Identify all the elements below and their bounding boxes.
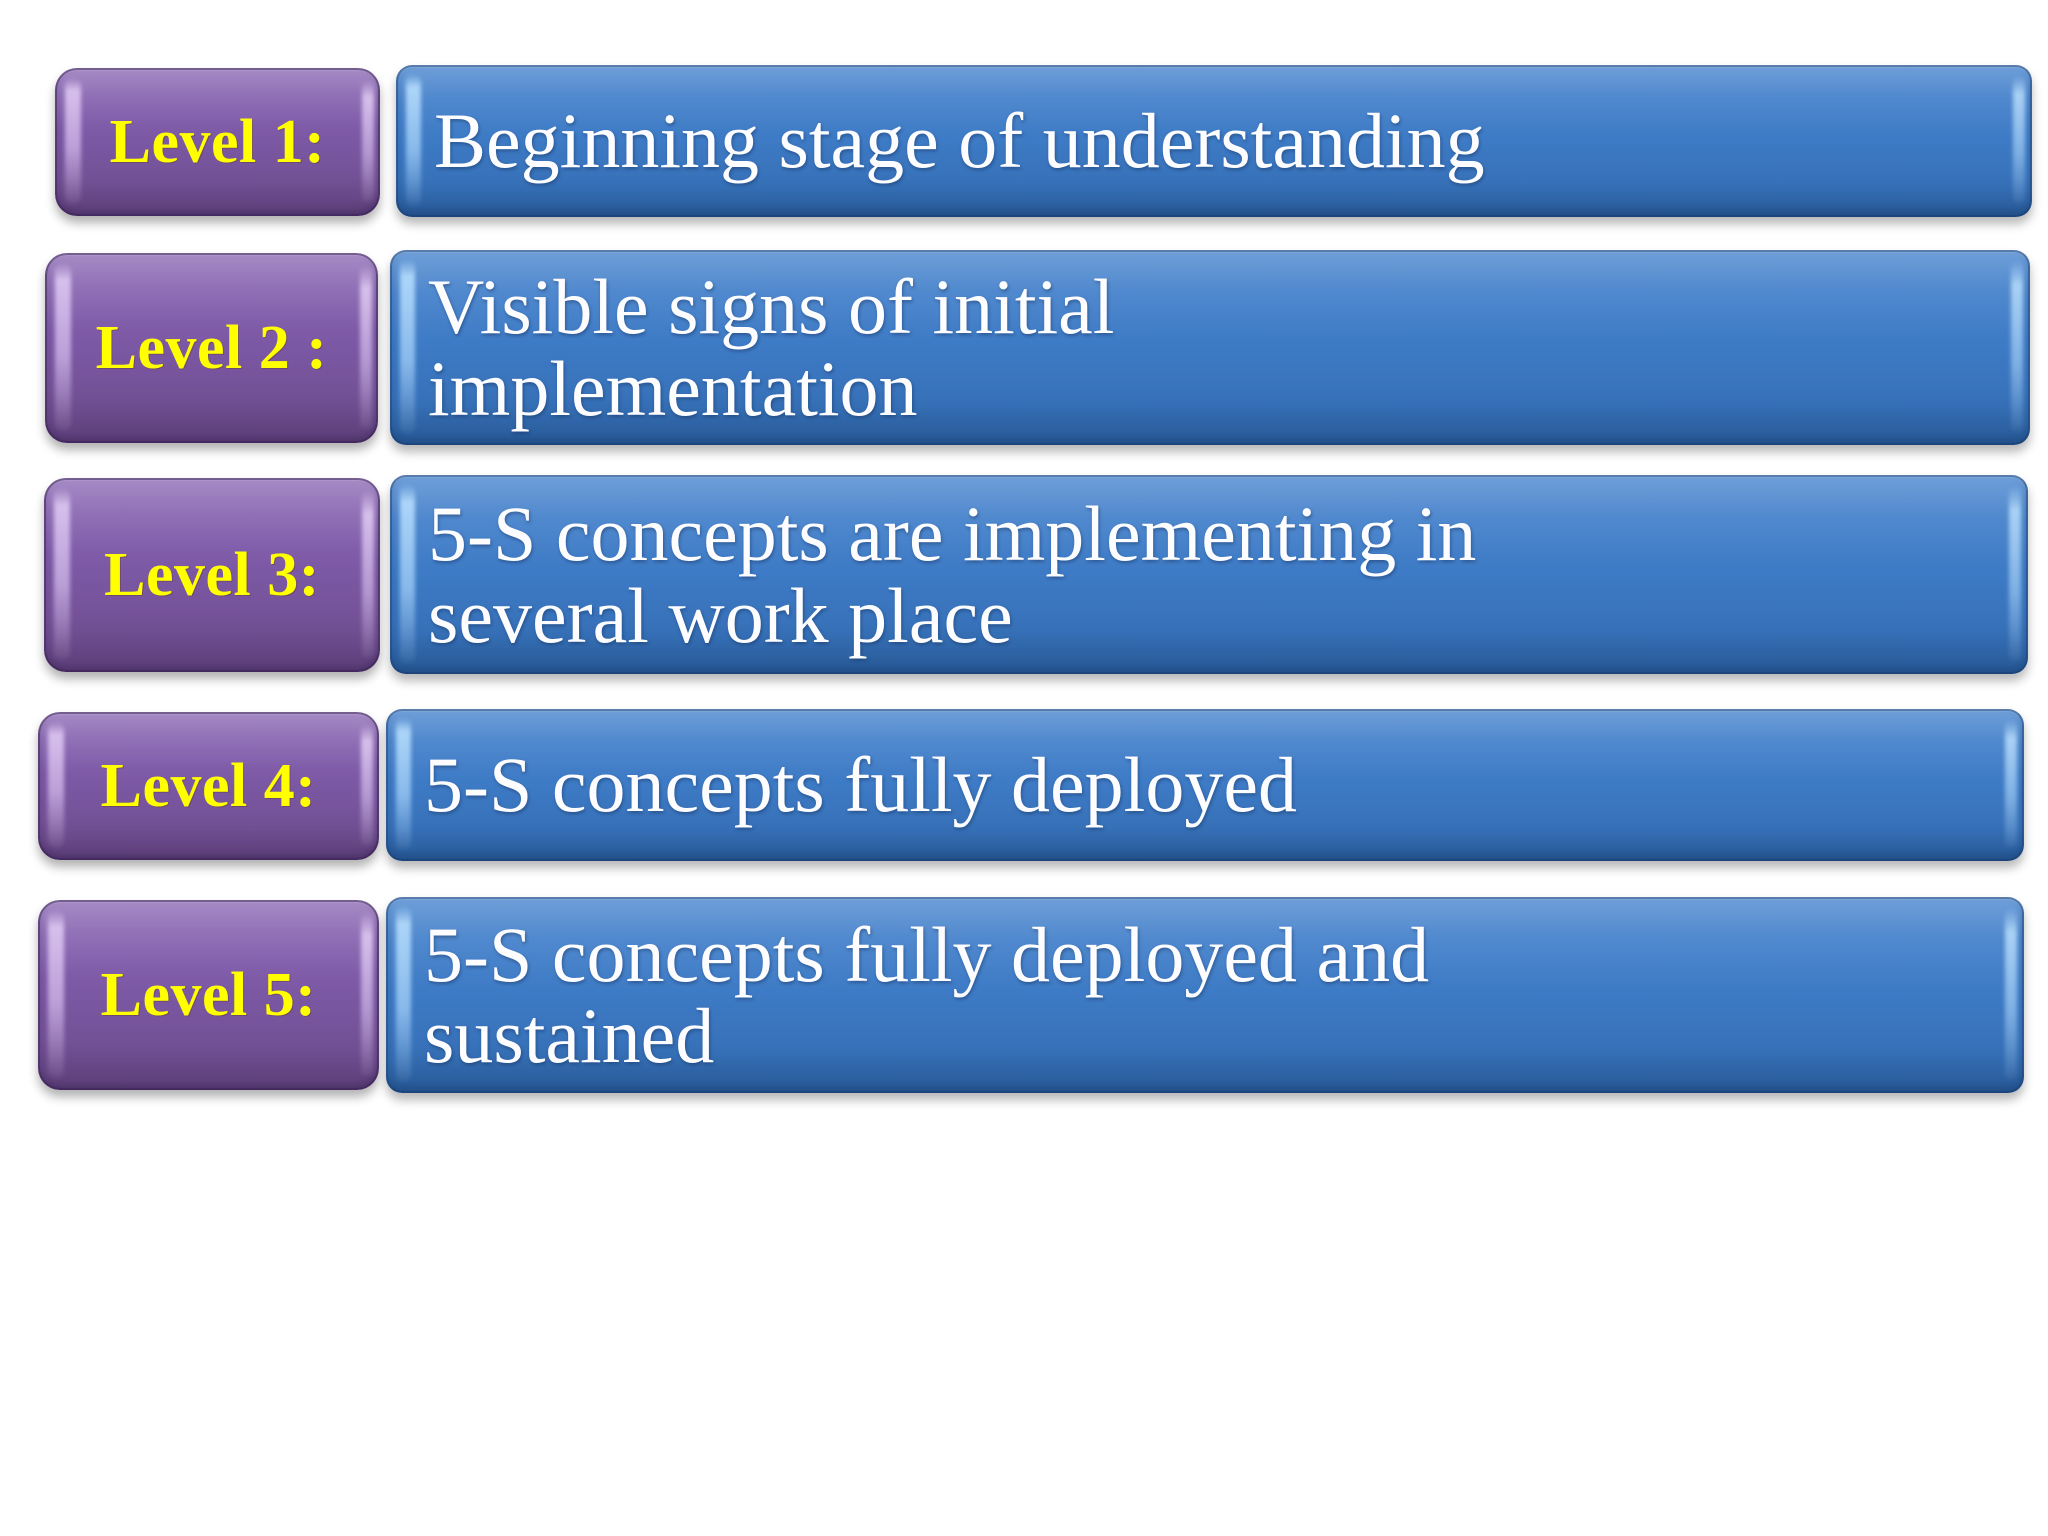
level-chip-3[interactable]: Level 3: (44, 478, 380, 672)
description-bar-5[interactable]: 5-S concepts fully deployed and sustaine… (386, 897, 2024, 1093)
level-chip-4[interactable]: Level 4: (38, 712, 379, 860)
level-chip-2[interactable]: Level 2 : (45, 253, 378, 443)
level-chip-5[interactable]: Level 5: (38, 900, 379, 1090)
description-bar-1[interactable]: Beginning stage of understanding (396, 65, 2032, 217)
description-bar-3-text: 5-S concepts are implementing in several… (428, 490, 1477, 659)
description-bar-2-text: Visible signs of initial implementation (428, 263, 1115, 432)
description-bar-5-text: 5-S concepts fully deployed and sustaine… (424, 910, 1430, 1079)
level-chip-1-label: Level 1: (109, 108, 326, 176)
level-chip-1[interactable]: Level 1: (55, 68, 380, 216)
level-chip-3-label: Level 3: (104, 541, 320, 609)
level-chip-4-label: Level 4: (100, 752, 317, 820)
level-chip-5-label: Level 5: (100, 961, 317, 1029)
description-bar-3[interactable]: 5-S concepts are implementing in several… (390, 475, 2028, 674)
description-bar-4[interactable]: 5-S concepts fully deployed (386, 709, 2024, 861)
level-chip-2-label: Level 2 : (95, 314, 328, 382)
description-bar-1-text: Beginning stage of understanding (434, 97, 1485, 185)
description-bar-2[interactable]: Visible signs of initial implementation (390, 250, 2030, 445)
description-bar-4-text: 5-S concepts fully deployed (424, 741, 1297, 829)
